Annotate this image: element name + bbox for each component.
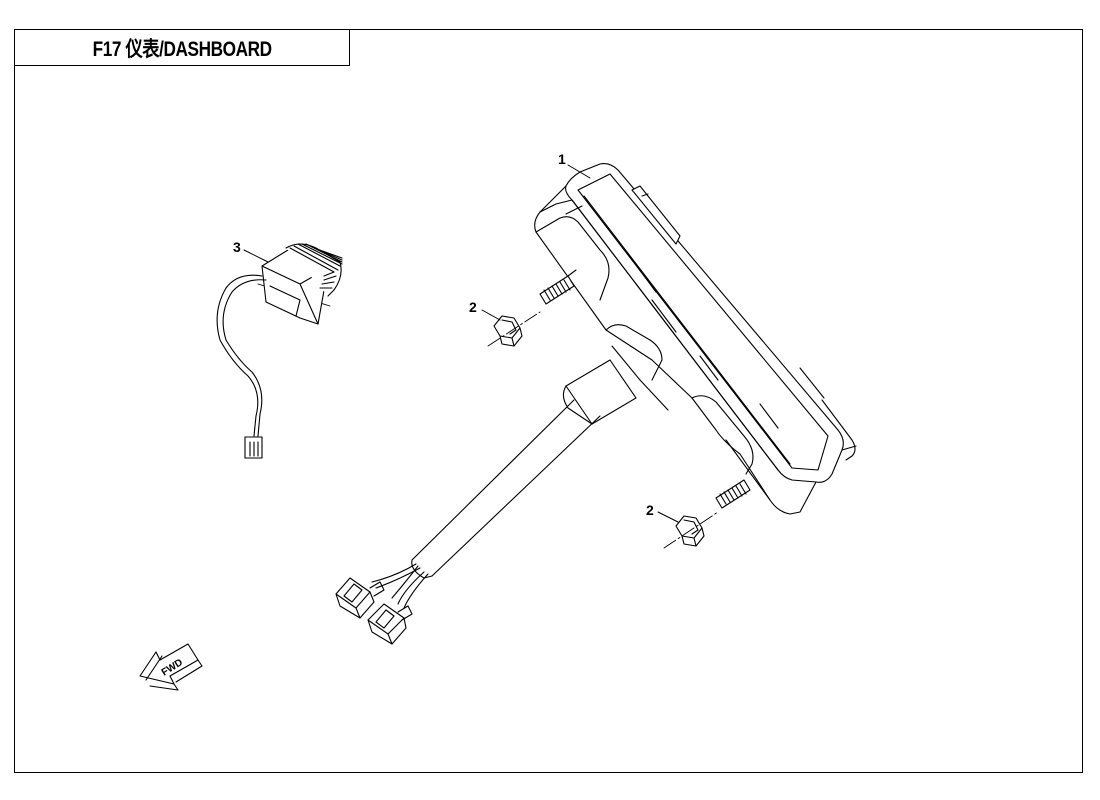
callout-leader-lines [243, 164, 679, 523]
drawing-frame [14, 29, 1083, 773]
callout-label-2-upper: 2 [469, 299, 477, 315]
callout-label-1: 1 [558, 151, 566, 167]
title-block: F17 仪表/DASHBOARD [14, 29, 350, 66]
wiring-harness-tube [411, 359, 637, 579]
callout-label-3: 3 [233, 239, 241, 255]
harness-connector-lower [367, 603, 413, 645]
page-title: F17 仪表/DASHBOARD [92, 37, 272, 61]
callout-label-2-lower: 2 [646, 502, 654, 518]
harness-wires [371, 563, 429, 609]
flange-nut-upper [493, 315, 523, 347]
fwd-direction-arrow-icon [139, 643, 203, 691]
flange-nut-lower [675, 515, 705, 547]
mounting-stud-upper [539, 269, 577, 305]
dashboard-cluster-part [534, 163, 857, 515]
harness-connector-upper [335, 577, 385, 619]
mounting-stud-lower [715, 479, 751, 509]
sensor-part [216, 243, 343, 459]
